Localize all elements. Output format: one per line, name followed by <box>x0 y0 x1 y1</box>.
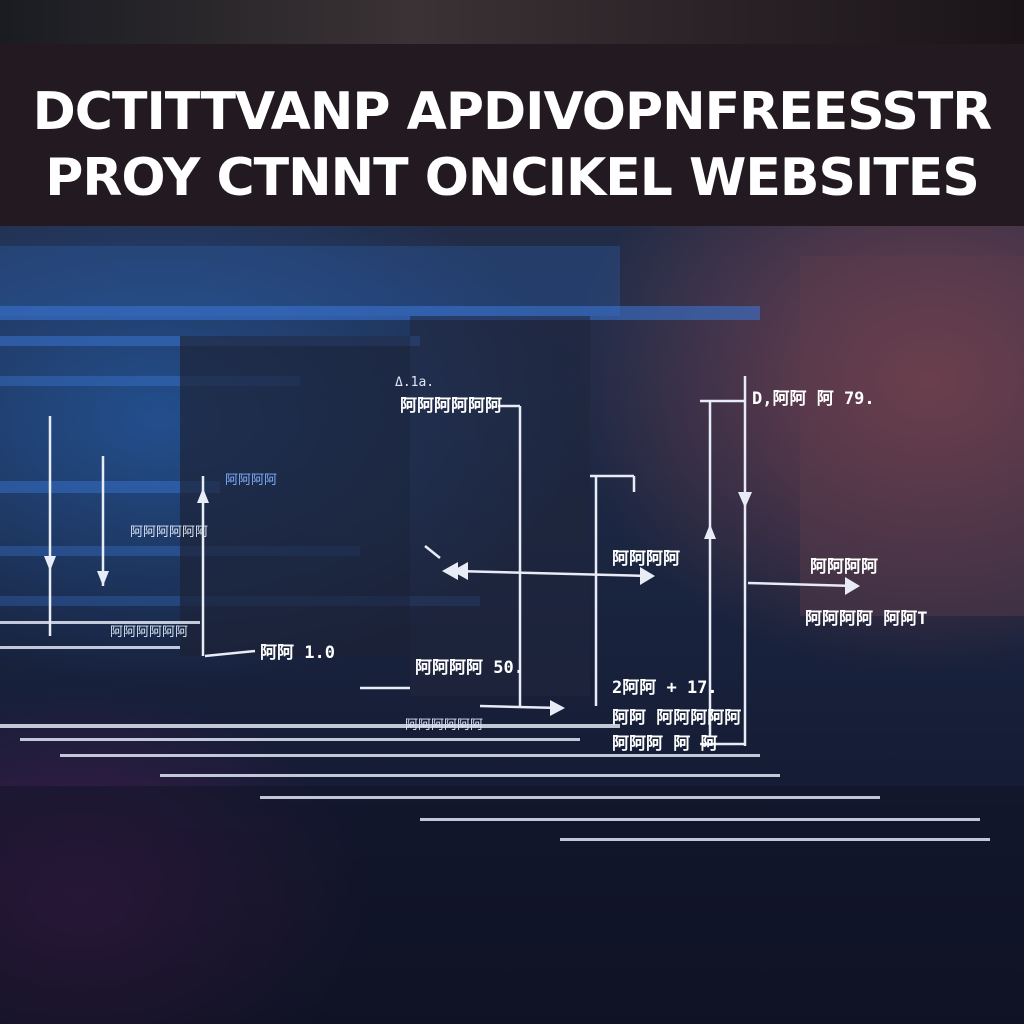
poster-right <box>800 256 1024 616</box>
label-8: 阿阿阿阿 <box>225 473 277 488</box>
label-7: 阿阿阿阿阿阿 <box>130 525 208 540</box>
label-2: 阿阿阿阿阿阿 <box>400 396 502 416</box>
monitor-panel-top <box>0 306 760 320</box>
code-line-8 <box>0 621 200 624</box>
arrowhead-down-1 <box>44 556 56 571</box>
dark-monitor <box>180 336 410 656</box>
hline-low-2 <box>479 704 561 710</box>
code-line-7 <box>560 838 990 841</box>
label-14: 阿阿阿 阿 阿 <box>612 734 717 754</box>
diag-1 <box>424 545 441 559</box>
arrowhead-right-2 <box>845 577 860 595</box>
label-1: Δ.1a. <box>395 375 434 390</box>
label-10: 阿阿 1.0 <box>260 643 335 663</box>
code-line-3 <box>60 754 760 757</box>
code-line-1 <box>0 724 620 728</box>
hline-arrow-1 <box>454 569 651 578</box>
code-line-6 <box>420 818 980 821</box>
code-line-4 <box>160 774 780 777</box>
arrowhead-up-1 <box>704 524 716 539</box>
label-4: 阿阿阿阿 <box>612 549 680 569</box>
code-line-9 <box>0 646 180 649</box>
arrowhead-down-2 <box>97 571 109 586</box>
label-12: 2阿阿 + 17. <box>612 678 718 698</box>
diagram-screen: Δ.1a. 阿阿阿阿阿阿 D,阿阿 阿 79. 阿阿阿阿 阿阿阿阿 阿阿阿阿 阿… <box>0 246 1024 1024</box>
top-photo-strip <box>0 0 1024 44</box>
title-banner <box>0 44 1024 226</box>
title-line-1: DCTITTVANP APDIVOPNFREESSTR <box>32 82 993 142</box>
title-line-2: PROY CTNNT ONCIKEL WEBSITES <box>45 148 980 208</box>
label-3: D,阿阿 阿 79. <box>752 389 875 409</box>
dark-monitor-2 <box>410 316 590 696</box>
arrowhead-up-2 <box>197 488 209 503</box>
blue-bar-3 <box>0 481 220 493</box>
arrowhead-right-3 <box>550 700 565 716</box>
blue-bar-2 <box>0 376 300 386</box>
arrowhead-left <box>442 562 458 580</box>
arrowhead-down-3 <box>738 492 752 508</box>
desk-surface <box>0 786 1024 1024</box>
hline-small-1 <box>204 649 256 658</box>
label-5: 阿阿阿阿 <box>810 557 878 577</box>
label-11: 阿阿阿阿 50. <box>415 658 524 678</box>
label-9: 阿阿阿阿阿阿 <box>110 625 188 640</box>
label-13: 阿阿 阿阿阿阿阿 <box>612 708 741 728</box>
code-line-2 <box>20 738 580 741</box>
monitor-panel-left <box>0 246 620 316</box>
arrowhead-right-1 <box>640 567 655 585</box>
hline-arrow-2 <box>747 581 856 588</box>
code-line-5 <box>260 796 880 799</box>
arrowhead-left-2 <box>452 562 468 580</box>
label-6: 阿阿阿阿 阿阿T <box>805 609 927 629</box>
